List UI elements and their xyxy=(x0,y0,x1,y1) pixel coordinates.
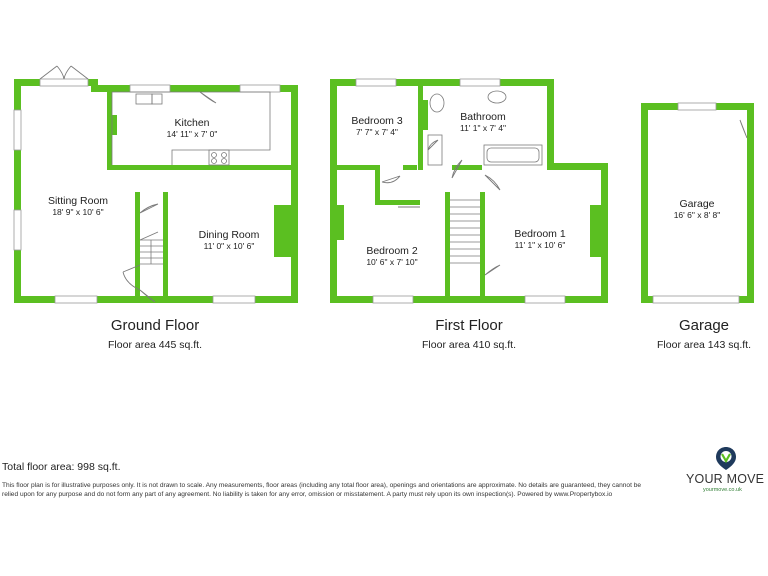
windows xyxy=(13,78,740,304)
bedroom-1-name: Bedroom 1 xyxy=(514,228,566,240)
disclaimer: This floor plan is for illustrative purp… xyxy=(2,482,642,498)
brand-url: yourmove.co.uk xyxy=(703,487,742,493)
bedroom-3-dims: 7' 7" x 7' 4" xyxy=(356,127,398,137)
bedroom-3-name: Bedroom 3 xyxy=(351,115,403,127)
walls xyxy=(14,79,754,303)
garage-dims: 16' 6" x 8' 8" xyxy=(674,210,721,220)
first-stairs xyxy=(450,199,480,264)
sitting-room-dims: 18' 9" x 10' 6" xyxy=(52,207,103,217)
bathroom-name: Bathroom xyxy=(460,111,506,123)
first-floor-area: Floor area 410 sq.ft. xyxy=(422,339,516,351)
brand-name: YOUR MOVE xyxy=(686,472,765,486)
bathroom-dims: 11' 1" x 7' 4" xyxy=(460,123,506,133)
sitting-room-name: Sitting Room xyxy=(48,195,108,207)
bedroom-2-name: Bedroom 2 xyxy=(366,245,418,257)
kitchen-sink-icon xyxy=(135,93,153,105)
ground-stairs xyxy=(140,239,163,265)
first-floor-title: First Floor xyxy=(435,317,503,334)
hob-icon xyxy=(208,149,230,166)
dining-room-name: Dining Room xyxy=(199,229,260,241)
floor-plan: Sitting Room 18' 9" x 10' 6" Kitchen 14'… xyxy=(13,65,754,304)
basin-icon xyxy=(487,90,507,104)
fixtures xyxy=(111,90,543,265)
cupboard xyxy=(427,134,443,166)
your-move-logo-icon xyxy=(716,447,736,470)
ground-floor-title: Ground Floor xyxy=(110,317,200,334)
toilet-icon xyxy=(429,93,445,113)
garage-name: Garage xyxy=(679,198,714,210)
total-floor-area: Total floor area: 998 sq.ft. xyxy=(2,461,121,473)
bath-icon xyxy=(483,144,543,166)
kitchen-name: Kitchen xyxy=(174,117,209,129)
garage-floor-title: Garage xyxy=(678,317,730,334)
garage-floor-area: Floor area 143 sq.ft. xyxy=(657,339,751,351)
bedroom-2-dims: 10' 6" x 7' 10" xyxy=(366,257,417,267)
kitchen-dims: 14' 11" x 7' 0" xyxy=(167,129,218,139)
dining-room-dims: 11' 0" x 10' 6" xyxy=(204,241,255,251)
kitchen-worktop xyxy=(112,91,271,165)
ground-floor-area: Floor area 445 sq.ft. xyxy=(108,339,202,351)
bedroom-1-dims: 11' 1" x 10' 6" xyxy=(515,240,566,250)
